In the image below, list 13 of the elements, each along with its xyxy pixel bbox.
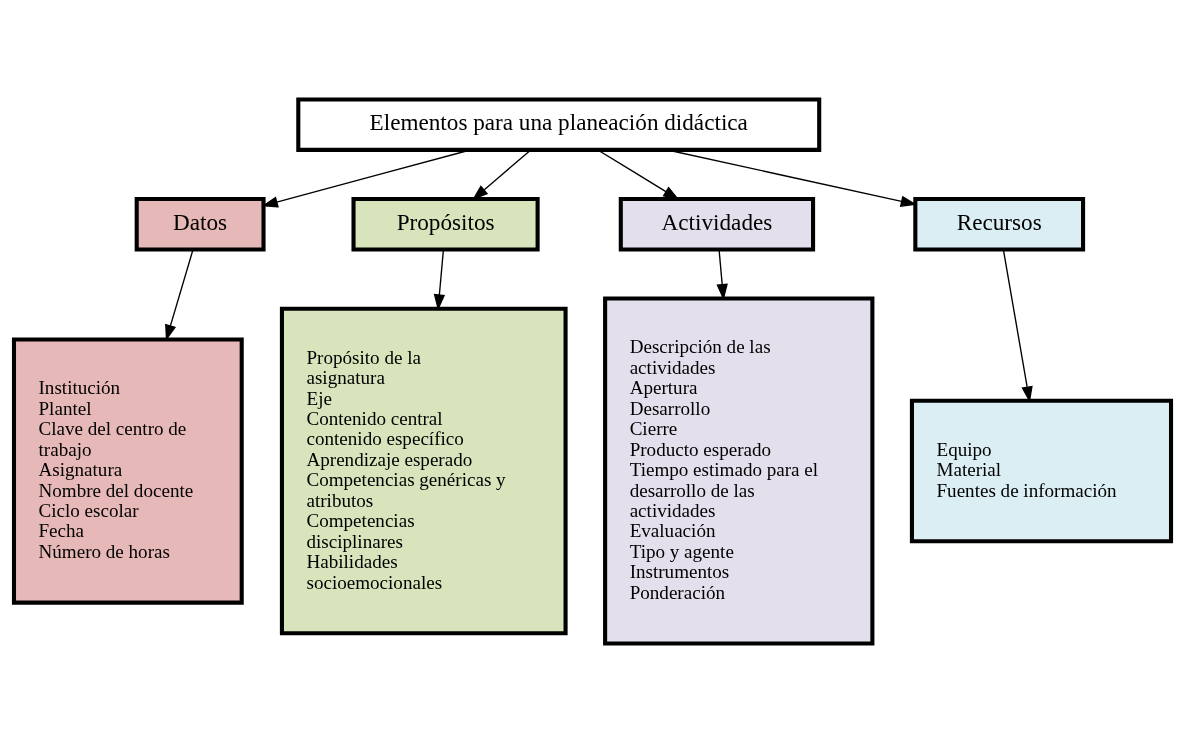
node-box: Institución Plantel Clave del centro de trabajo Asignatura Nombre del docente Ciclo escolar Fecha Número de horas [11,337,244,605]
arrow [716,249,728,301]
node-box: Elementos para una planeación didáctica [296,97,822,152]
arrow [597,149,680,200]
node-box: Propósito de la asignatura Eje Contenido central contenido específico Aprendizaje esperado Competencias genéricas y atributos Competencias disciplinares Habilidades socioemocionales [279,306,568,636]
arrow [1002,249,1033,403]
arrow [433,249,446,311]
node-box: Datos [134,196,266,252]
node-box: Equipo Material Fuentes de información [909,398,1174,544]
node-box: Recursos [913,196,1086,252]
node-box: Descripción de las actividades Apertura Desarrollo Cierre Producto esperado Tiempo estimado para el desarrollo de las actividades Evaluación Tipo y agente Instrumentos Ponderación [603,296,875,646]
node-box: Propósitos [351,196,540,252]
node-box: Actividades [618,196,816,252]
